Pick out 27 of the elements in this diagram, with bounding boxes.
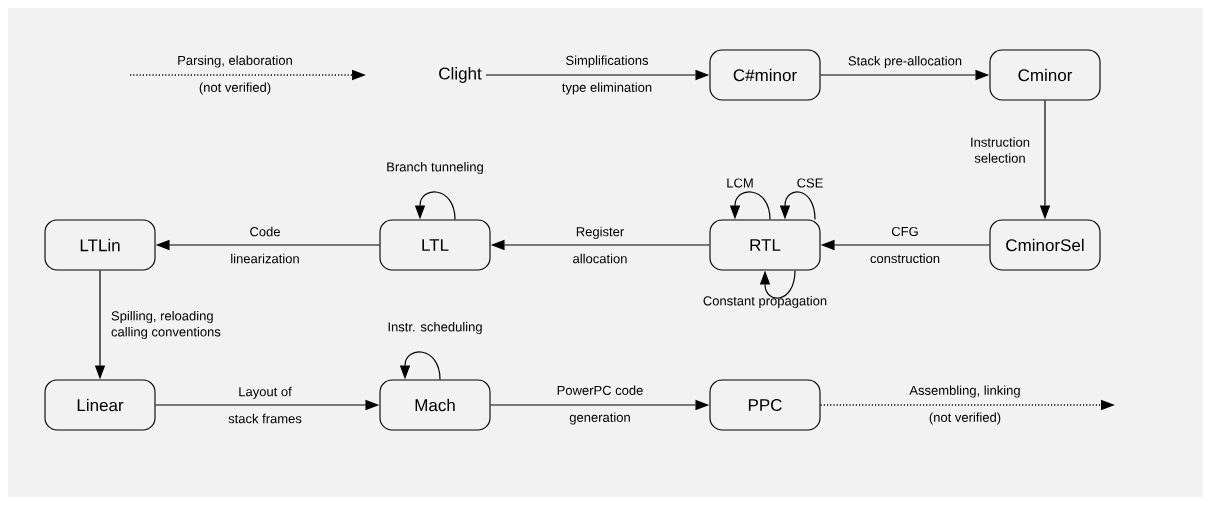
process-box: RTL <box>709 219 821 271</box>
language-label: Clight <box>439 67 482 83</box>
edge-label: Spilling, reloading calling conventions <box>111 310 221 340</box>
process-box: PPC <box>709 379 821 431</box>
edge-label: CSE <box>797 178 823 188</box>
process-box: Linear <box>44 379 156 431</box>
loop-arrow <box>759 269 796 299</box>
process-box: LTLin <box>44 219 156 271</box>
edge-label: Instr. scheduling <box>388 321 482 335</box>
edge-label: LCM <box>727 178 753 188</box>
process-box: LTL <box>379 219 491 271</box>
process-box: C#minor <box>709 49 821 101</box>
edge-label: Branch tunneling <box>387 161 483 175</box>
edge-label: Constant propagation <box>703 295 827 309</box>
edge-label: Assembling, linking (not verified) <box>909 385 1020 425</box>
edge-label: CFG construction <box>870 226 940 264</box>
process-box: Mach <box>379 379 491 431</box>
edge-label: Code linearization <box>231 226 299 264</box>
edge-label: Layout of stack frames <box>228 386 302 424</box>
edge-label: Stack pre-allocation <box>848 55 962 69</box>
process-box: CminorSel <box>989 219 1101 271</box>
edge-label: Instruction selection <box>971 137 1030 163</box>
edge-label: PowerPC code generation <box>557 385 643 425</box>
edge-label: Simplifications type elimination <box>562 55 652 95</box>
process-box: Cminor <box>989 49 1101 101</box>
edge-label: Register allocation <box>573 226 627 264</box>
edge-label: Parsing, elaboration (not verified) <box>178 55 292 95</box>
